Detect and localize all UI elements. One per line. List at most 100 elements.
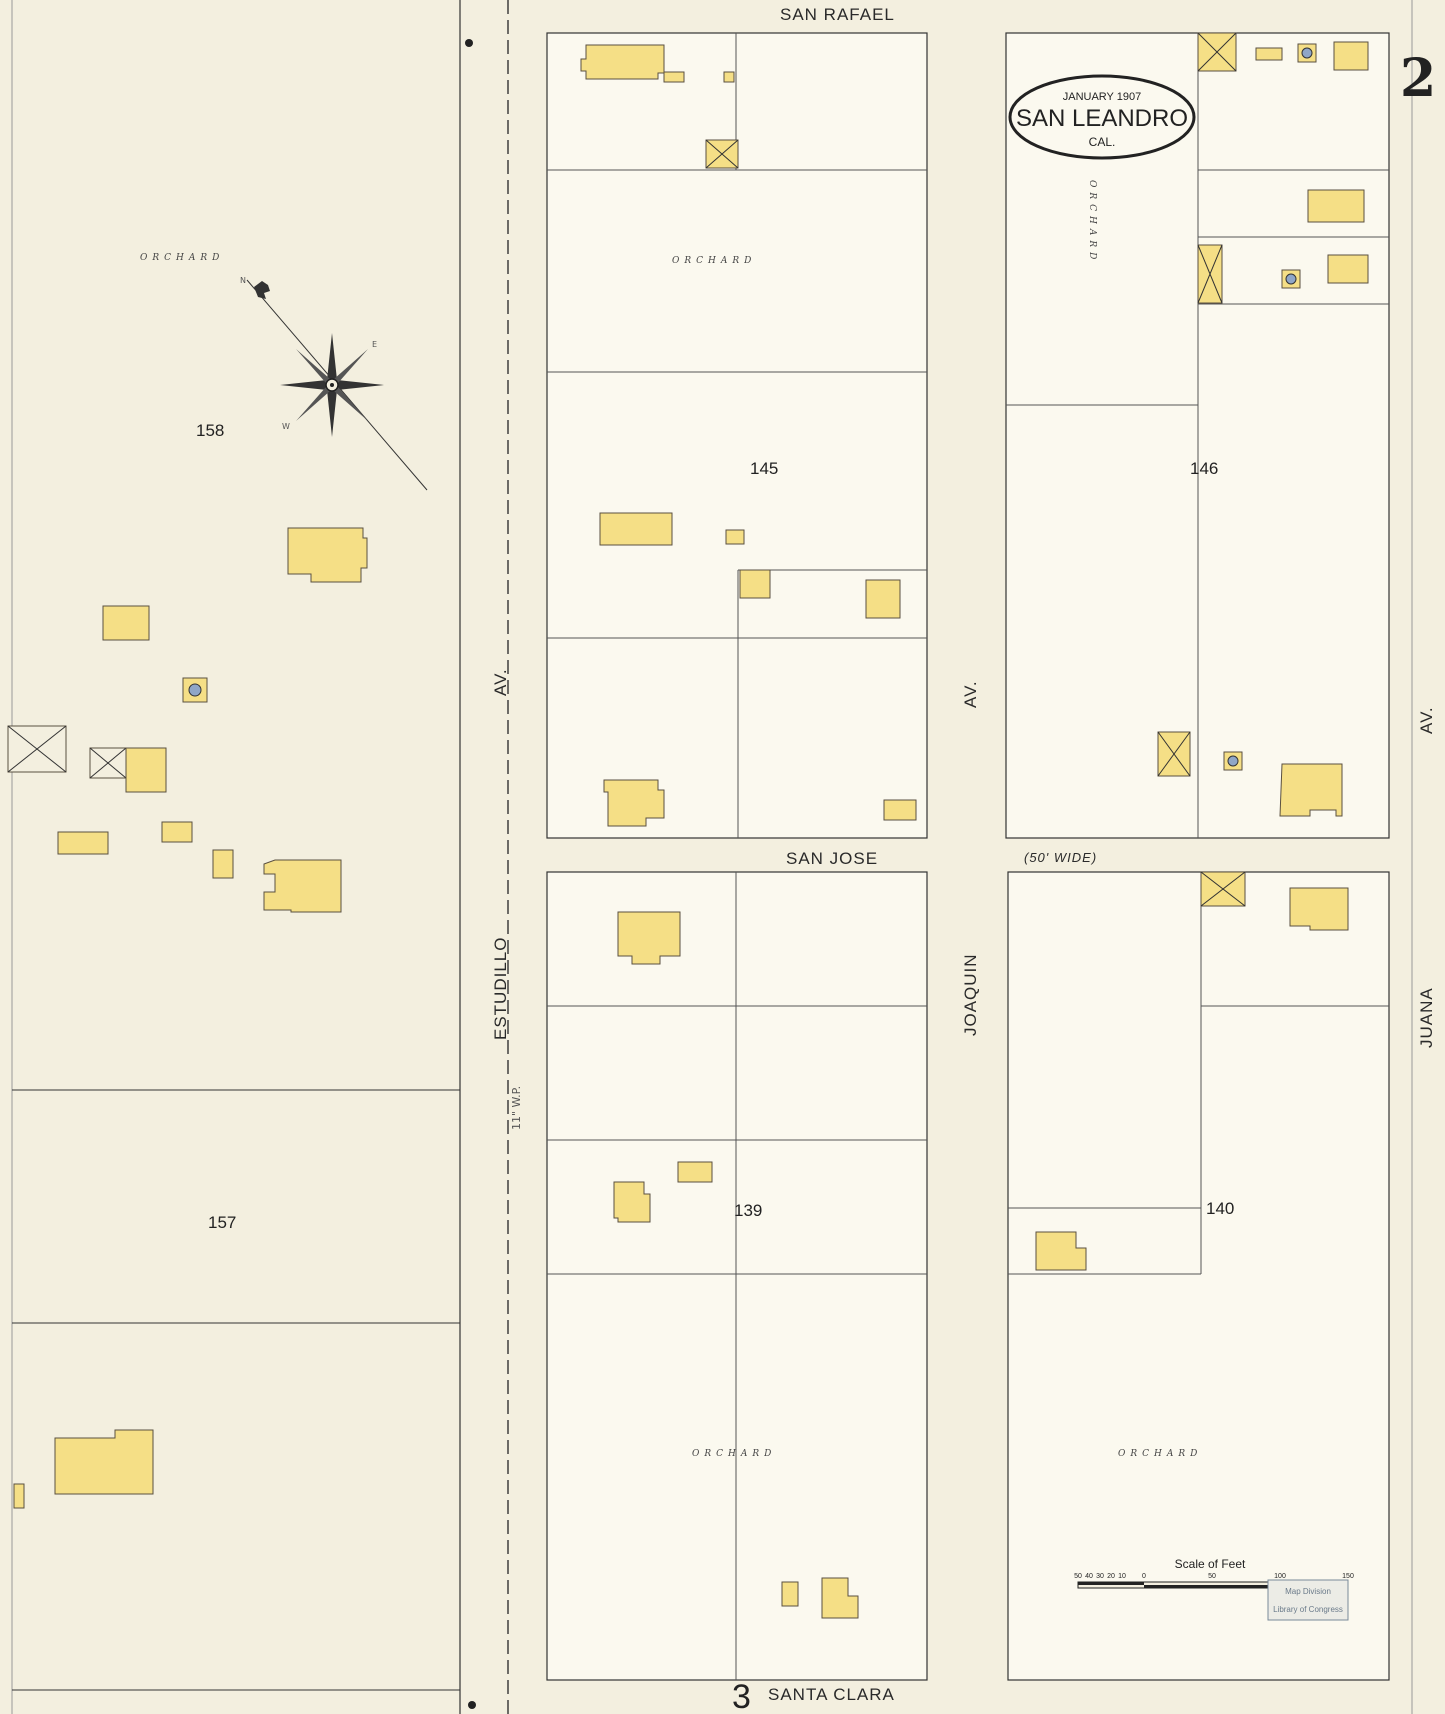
cartouche-city: SAN LEANDRO: [1016, 105, 1188, 132]
block-145: 145 ORCHARD: [546, 32, 928, 839]
street-label-estudillo: ESTUDILLO: [491, 937, 510, 1040]
block-139: 139 ORCHARD: [546, 871, 928, 1681]
block-140: 140 ORCHARD: [1007, 871, 1390, 1681]
block-number-139: 139: [734, 1201, 762, 1220]
street-label-san-jose: SAN JOSE: [786, 849, 878, 868]
dwelling-building: [821, 1577, 859, 1619]
coal-house-building: [212, 849, 234, 879]
dwelling-building: [617, 911, 681, 965]
street-label-joaquin: JOAQUIN: [961, 953, 980, 1036]
scale-tick-label: 150: [1342, 1573, 1354, 1580]
street-width-note: (50' WIDE): [1024, 850, 1097, 865]
wagon-shed-building: [57, 831, 109, 855]
block-number-146: 146: [1190, 459, 1218, 478]
stamp-line-2: Library of Congress: [1273, 1605, 1343, 1614]
stamp-box: [1267, 1579, 1349, 1621]
compass-star: [280, 333, 384, 437]
block-number-157: 157: [208, 1213, 236, 1232]
outbuilding: [677, 1161, 713, 1183]
block-158-157-area: 158 157 ORCHARD: [7, 253, 460, 1691]
windmill-icon: [1227, 755, 1239, 767]
street-label-san-rafael: SAN RAFAEL: [780, 5, 895, 24]
title-cartouche: JANUARY 1907 SAN LEANDRO CAL.: [1008, 74, 1196, 160]
windmill-icon: [1285, 273, 1297, 285]
outbuilding: [725, 529, 745, 545]
outbuilding: [883, 799, 917, 821]
street-suffix-juana: AV.: [1417, 706, 1436, 734]
street-suffix-estudillo: AV.: [491, 668, 510, 696]
wood-shed-building: [161, 821, 193, 843]
dwelling-building: [1333, 41, 1369, 71]
outbuilding: [739, 569, 771, 599]
scale-bar-title: Scale of Feet: [1175, 1557, 1246, 1571]
dwelling-building: [1307, 189, 1365, 223]
outbuilding: [781, 1581, 799, 1607]
water-pipe-note: 11" W.P.: [510, 1086, 523, 1130]
orchard-label: ORCHARD: [1118, 1449, 1202, 1459]
dwelling-building: [1279, 763, 1343, 817]
scale-tick-label: 50: [1074, 1573, 1082, 1580]
scale-tick-label: 40: [1085, 1573, 1093, 1580]
barn-cross: [1157, 731, 1191, 777]
small-outbuilding: [13, 1483, 25, 1509]
orchard-label: ORCHARD: [692, 1449, 776, 1459]
windmill-icon: [1301, 47, 1313, 59]
barn-cross: [7, 725, 67, 773]
cartouche-oval: [1008, 74, 1196, 160]
barn-cross: [1197, 244, 1223, 304]
street-label-juana: JUANA: [1417, 987, 1436, 1048]
dwelling-building: [1327, 254, 1369, 284]
block-outline: [1007, 871, 1390, 1681]
windmill-icon: [188, 683, 202, 697]
scale-tick-label: 0: [1142, 1573, 1146, 1580]
stamp-line-1: Map Division: [1285, 1587, 1331, 1596]
block-number-158: 158: [196, 421, 224, 440]
dwelling-building: [263, 859, 342, 913]
outbuilding: [723, 71, 735, 83]
street-suffix-joaquin: AV.: [961, 680, 980, 708]
barn-cross: [1197, 32, 1237, 72]
dwelling-building: [54, 1429, 154, 1495]
orchard-label: ORCHARD: [672, 256, 756, 266]
orchard-label: ORCHARD: [1087, 180, 1097, 264]
dwelling-building: [613, 1181, 651, 1223]
compass-north-label: N: [240, 276, 246, 285]
dwelling-building: [865, 579, 901, 619]
scale-tick-label: 20: [1107, 1573, 1115, 1580]
dwelling-building: [1035, 1231, 1087, 1271]
hydrant-marker: [465, 39, 473, 47]
outbuilding: [1255, 47, 1283, 61]
cartouche-state: CAL.: [1089, 135, 1116, 149]
scale-bar-fill: [1078, 1582, 1144, 1585]
scale-tick-label: 50: [1208, 1573, 1216, 1580]
scale-tick-label: 100: [1274, 1573, 1286, 1580]
block-number-145: 145: [750, 459, 778, 478]
library-stamp: Map Division Library of Congress: [1267, 1579, 1349, 1621]
scale-tick-label: 30: [1096, 1573, 1104, 1580]
scale-bar-fill: [1144, 1585, 1348, 1588]
compass-rose: N E W: [240, 276, 428, 491]
orchard-label: ORCHARD: [140, 253, 224, 263]
scale-tick-label: 10: [1118, 1573, 1126, 1580]
barn-cross: [1200, 871, 1246, 907]
dwelling-building: [599, 512, 673, 546]
stable-cross: [89, 747, 127, 779]
street-label-santa-clara: SANTA CLARA: [768, 1685, 895, 1704]
dwelling-building: [102, 605, 150, 641]
cartouche-date: JANUARY 1907: [1063, 91, 1141, 103]
dwelling-building: [603, 779, 665, 827]
fleur-de-lis-icon: [254, 281, 270, 299]
outbuilding: [663, 71, 685, 83]
dwelling-building: [1289, 887, 1349, 931]
sheet-number: 2: [1400, 48, 1436, 109]
compass-west-label: W: [282, 422, 290, 431]
block-number-140: 140: [1206, 1199, 1234, 1218]
dwelling-building: [287, 527, 368, 583]
carriage-house-building: [125, 747, 167, 793]
barn-cross: [705, 139, 739, 169]
block-146: 146 ORCHARD: [1005, 32, 1390, 839]
dwelling-building: [580, 44, 665, 80]
hydrant-marker: [468, 1701, 476, 1709]
